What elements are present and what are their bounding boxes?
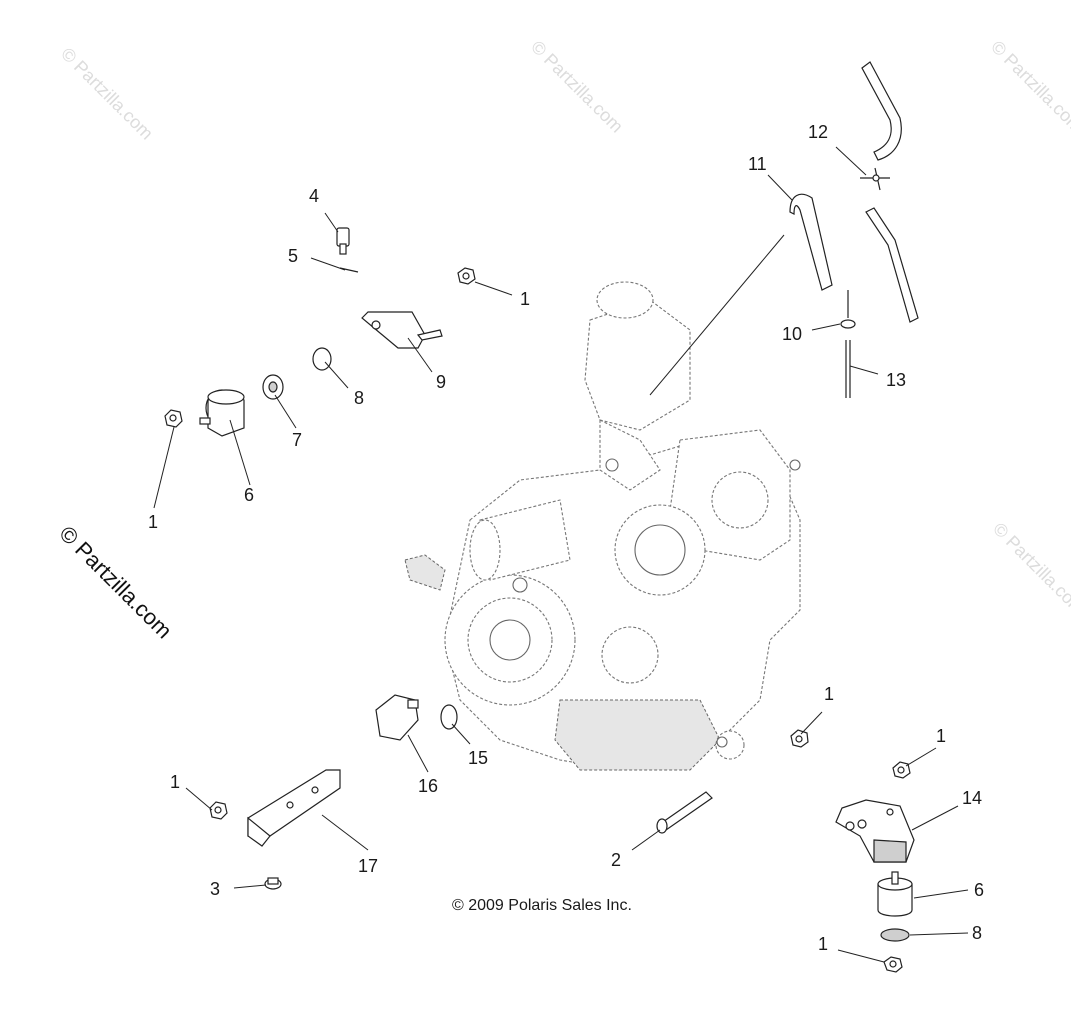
leader-1-left	[153, 426, 175, 509]
nut-part-1-left	[164, 409, 183, 428]
leader-8-top	[324, 361, 349, 389]
washer-part-8-right	[880, 928, 910, 942]
copyright-notice: © 2009 Polaris Sales Inc.	[452, 897, 632, 914]
pin-part-5	[339, 267, 359, 273]
nut-part-1-top	[457, 267, 476, 285]
callout-15: 15	[468, 748, 488, 768]
callout-6-right: 6	[974, 880, 984, 900]
nut-part-1-right	[790, 729, 809, 748]
callout-8-right: 8	[972, 923, 982, 943]
callout-9: 9	[436, 372, 446, 392]
callout-1-top: 1	[520, 289, 530, 309]
mount-part-6-left	[199, 389, 245, 437]
bracket-part-17	[247, 769, 341, 847]
hose-right	[865, 207, 919, 323]
callout-16: 16	[418, 776, 438, 796]
leader-12	[835, 146, 867, 176]
leader-6-left	[229, 419, 251, 486]
leader-1-top	[474, 281, 513, 296]
watermark-top-center: © Partzilla.com	[527, 37, 627, 137]
fitting-part-12	[860, 167, 890, 191]
leader-1-bottom-right	[837, 949, 885, 963]
leader-13	[849, 365, 879, 375]
leader-11	[767, 174, 793, 201]
callout-10: 10	[782, 324, 802, 344]
watermark-top-left: © Partzilla.com	[57, 44, 157, 144]
leader-5	[310, 257, 346, 271]
leader-14	[911, 805, 959, 831]
callout-14: 14	[962, 788, 982, 808]
callout-3: 3	[210, 879, 220, 899]
nut-part-1-far-right	[892, 761, 911, 779]
callout-17: 17	[358, 856, 378, 876]
nut-part-1-bottom-left	[209, 801, 228, 820]
callout-1-bottom-left: 1	[170, 772, 180, 792]
washer-part-15	[440, 704, 458, 730]
bracket-part-14	[835, 799, 915, 863]
leader-1-bottom-left	[185, 787, 213, 811]
leader-11-engine	[649, 234, 785, 396]
leader-9	[407, 337, 433, 373]
watermark-mid-right: © Partzilla.com	[989, 519, 1071, 619]
hose-upper	[861, 61, 902, 161]
leader-6-right	[913, 889, 969, 899]
bolt-part-2	[656, 791, 713, 834]
engine-assembly	[404, 281, 801, 771]
washer-part-8-top	[312, 347, 332, 371]
callout-12: 12	[808, 122, 828, 142]
leader-4	[324, 212, 339, 233]
leader-2	[631, 829, 661, 851]
leader-10	[811, 323, 841, 331]
leader-1-far-right	[905, 747, 937, 767]
callout-5: 5	[288, 246, 298, 266]
callout-1-far-right: 1	[936, 726, 946, 746]
callout-2: 2	[611, 850, 621, 870]
nut-part-3	[264, 877, 282, 890]
nut-part-1-bottom-right	[883, 956, 903, 973]
leader-3	[233, 884, 267, 889]
hose-part-11	[789, 193, 833, 291]
callout-1-bottom-right: 1	[818, 934, 828, 954]
leader-8-right	[909, 932, 969, 936]
mount-part-6-right	[877, 871, 913, 917]
valve-part-10	[840, 290, 856, 329]
callout-1-right: 1	[824, 684, 834, 704]
leader-7	[274, 394, 297, 429]
callout-1-left: 1	[148, 512, 158, 532]
leader-15	[451, 723, 471, 745]
watermark-top-right: © Partzilla.com	[987, 37, 1071, 137]
watermark-left: © Partzilla.com	[54, 521, 177, 644]
mount-part-16	[375, 694, 419, 741]
bolt-part-4	[336, 227, 350, 255]
leader-17	[321, 814, 369, 851]
callout-13: 13	[886, 370, 906, 390]
tube-part-13	[845, 340, 851, 398]
callout-7: 7	[292, 430, 302, 450]
callout-11: 11	[748, 154, 767, 174]
mount-part-7	[262, 374, 284, 400]
bracket-part-9	[361, 311, 443, 349]
callout-8-top: 8	[354, 388, 364, 408]
callout-4: 4	[309, 186, 319, 206]
leader-16	[407, 734, 429, 773]
leader-1-right	[800, 711, 823, 735]
callout-6-left: 6	[244, 485, 254, 505]
